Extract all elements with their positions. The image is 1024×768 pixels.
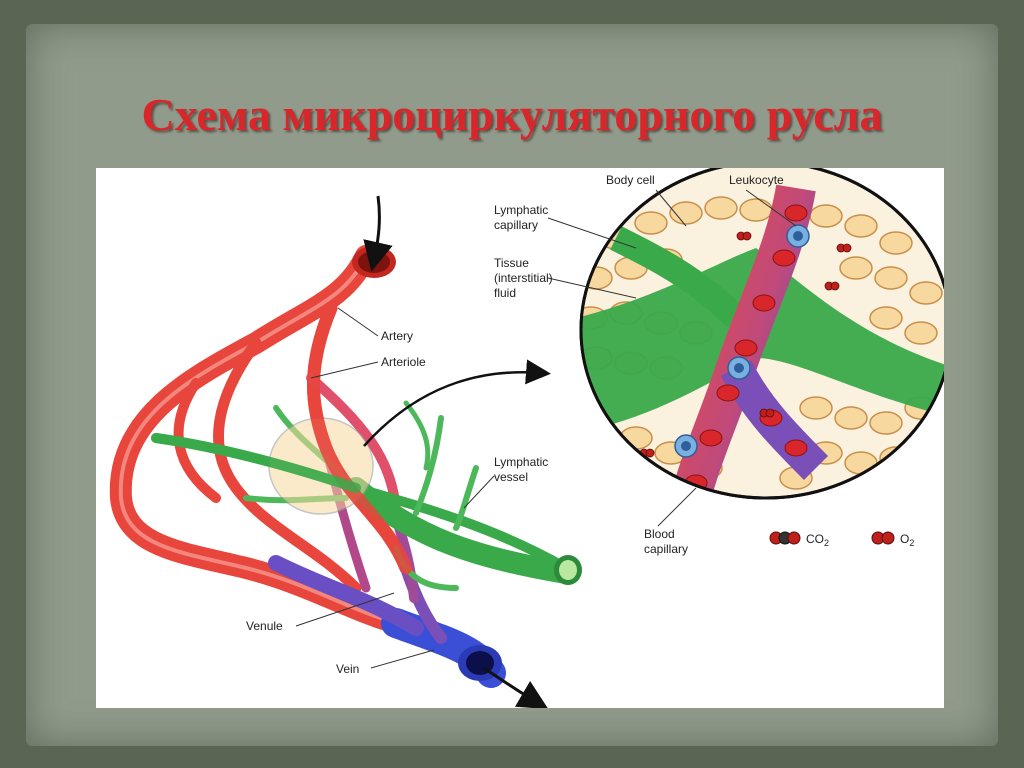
- label-blood-capillary-2: capillary: [644, 542, 688, 556]
- label-blood-capillary-1: Blood: [644, 527, 675, 541]
- magnify-arrow: [363, 359, 551, 447]
- label-lymphatic-capillary-2: capillary: [494, 218, 538, 232]
- magnified-view: [579, 168, 944, 500]
- label-lymphatic-vessel-2: vessel: [494, 470, 528, 484]
- microcirculation-diagram: Artery Arteriole Lymphatic vessel Venule…: [109, 168, 944, 708]
- label-venule: Venule: [246, 619, 283, 633]
- co2-legend-icon: [769, 531, 801, 545]
- legend: CO2 O2: [769, 531, 914, 548]
- label-leukocyte: Leukocyte: [729, 173, 784, 187]
- inflow-arrow: [363, 195, 393, 272]
- label-o2: O2: [900, 532, 914, 548]
- label-arteriole: Arteriole: [381, 355, 426, 369]
- label-co2: CO2: [806, 532, 829, 548]
- outflow-arrow: [483, 666, 549, 708]
- label-tissue-fluid-2: (interstitial): [494, 271, 553, 285]
- leukocytes: [674, 224, 810, 458]
- slide-title: Схема микроциркуляторного русла: [141, 89, 883, 140]
- label-body-cell: Body cell: [606, 173, 655, 187]
- label-tissue-fluid-1: Tissue: [494, 256, 529, 270]
- microcirculation-figure: Artery Arteriole Lymphatic vessel Venule…: [96, 168, 944, 708]
- label-lymphatic-vessel-1: Lymphatic: [494, 455, 548, 469]
- o2-legend-icon: [871, 531, 895, 545]
- vessel-network: [109, 195, 582, 708]
- label-artery: Artery: [381, 329, 413, 343]
- label-vein: Vein: [336, 662, 359, 676]
- label-tissue-fluid-3: fluid: [494, 286, 516, 300]
- label-lymphatic-capillary-1: Lymphatic: [494, 203, 548, 217]
